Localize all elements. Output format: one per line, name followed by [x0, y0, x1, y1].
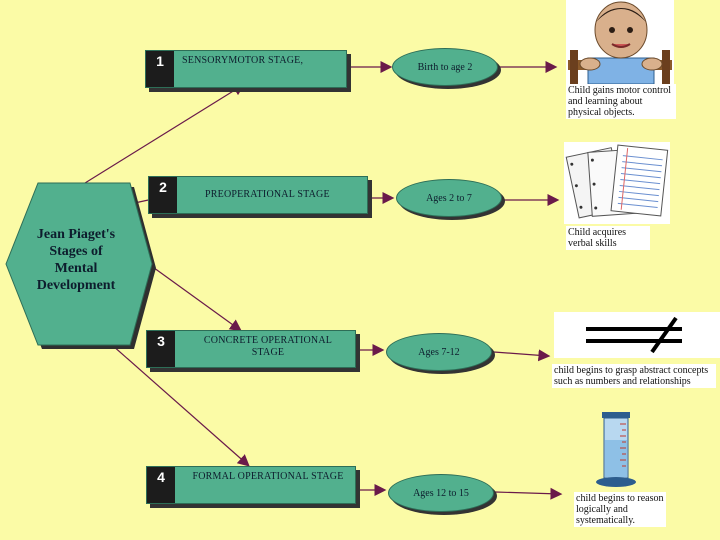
stage-4-box: 4 FORMAL OPERATIONAL STAGE	[146, 466, 356, 504]
stage-1-ages: Birth to age 2	[392, 48, 498, 86]
stage-1-label: SENSORYMOTOR STAGE,	[182, 55, 304, 66]
stage-1-caption: Child gains motor control and learning a…	[566, 84, 676, 119]
stage-2-ages: Ages 2 to 7	[396, 179, 502, 217]
stage-4-caption: child begins to reason logically and sys…	[574, 492, 666, 527]
paper-pages-icon	[564, 142, 670, 224]
stage-3-label: CONCRETE OPERATIONAL STAGE	[203, 335, 333, 358]
stage-1-number: 1	[146, 51, 174, 87]
stage-3-caption: child begins to grasp abstract concepts …	[552, 364, 716, 388]
graduated-cylinder-icon	[592, 410, 640, 490]
center-hexagon	[5, 182, 153, 346]
stage-3-number: 3	[147, 331, 175, 367]
stage-2-number: 2	[149, 177, 177, 213]
stage-4-ages: Ages 12 to 15	[388, 474, 494, 512]
stage-2-box: 2 PREOPERATIONAL STAGE	[148, 176, 368, 214]
baby-icon	[566, 0, 674, 84]
stage-3-box: 3 CONCRETE OPERATIONAL STAGE	[146, 330, 356, 368]
stage-2-caption: Child acquires verbal skills	[566, 226, 650, 250]
stage-4-number: 4	[147, 467, 175, 503]
stage-2-label: PREOPERATIONAL STAGE	[205, 189, 330, 200]
center-title: Jean Piaget's Stages of Mental Developme…	[36, 227, 116, 293]
not-equal-icon	[554, 312, 720, 358]
stage-3-ages: Ages 7-12	[386, 333, 492, 371]
stage-4-label: FORMAL OPERATIONAL STAGE	[192, 471, 344, 482]
stage-1-box: 1 SENSORYMOTOR STAGE,	[145, 50, 347, 88]
